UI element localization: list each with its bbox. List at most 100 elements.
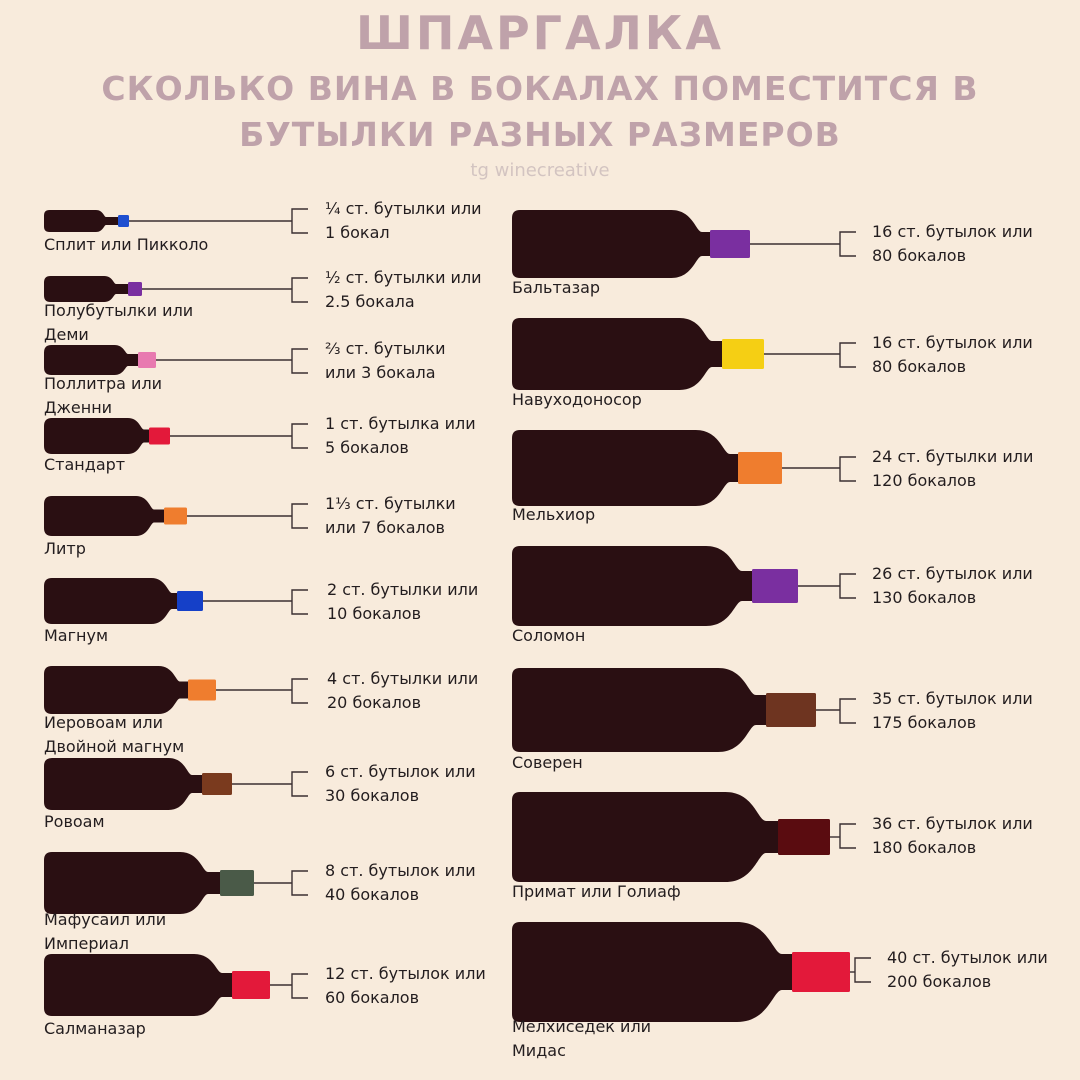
- info-bracket: [839, 573, 856, 599]
- bottle-shape: [44, 578, 177, 624]
- bottle-entry: ½ ст. бутылки или 2.5 бокала Полубутылки и…: [44, 268, 482, 344]
- bottle-shape: [44, 954, 232, 1016]
- bottle-capsule: [118, 215, 129, 227]
- capacity-text: 120 бокалов: [872, 471, 976, 490]
- capacity-text: ¼ ст. бутылки или: [325, 199, 482, 218]
- bottle-shape: [44, 418, 149, 454]
- bottle-name-label: Империал: [44, 934, 129, 953]
- capacity-text: 1 бокал: [325, 223, 390, 242]
- capacity-text: 1 ст. бутылка или: [325, 414, 476, 433]
- bottle-capsule: [722, 339, 764, 369]
- page-title: ШПАРГАЛКА: [356, 6, 724, 60]
- bottle-name-label: Поллитра или: [44, 374, 162, 393]
- bottle-name-label: Полубутылки или: [44, 301, 193, 320]
- capacity-text: 2 ст. бутылки или: [327, 580, 478, 599]
- bottle-name-label: Навуходоносор: [512, 390, 642, 409]
- capacity-text: 200 бокалов: [887, 972, 991, 991]
- info-bracket: [291, 503, 308, 529]
- capacity-text: 180 бокалов: [872, 838, 976, 857]
- info-bracket: [839, 823, 856, 849]
- bottle-capsule: [138, 352, 156, 368]
- bottle-name-label: Сплит или Пикколо: [44, 235, 208, 254]
- bottle-name-label: Ровоам: [44, 812, 105, 831]
- bottle-capsule: [164, 507, 187, 525]
- bottle-shape: [44, 496, 164, 536]
- bottle-shape: [512, 210, 710, 278]
- info-bracket: [291, 423, 308, 449]
- capacity-text: 2.5 бокала: [325, 292, 415, 311]
- capacity-text: 5 бокалов: [325, 438, 409, 457]
- bottle-capsule: [177, 591, 203, 611]
- capacity-text: 175 бокалов: [872, 713, 976, 732]
- bottle-shape: [44, 666, 188, 714]
- capacity-text: 16 ст. бутылок или: [872, 222, 1033, 241]
- capacity-text: 40 ст. бутылок или: [887, 948, 1048, 967]
- capacity-text: 20 бокалов: [327, 693, 421, 712]
- info-bracket: [291, 973, 308, 999]
- bottle-capsule: [792, 952, 850, 992]
- capacity-text: ½ ст. бутылки или: [325, 268, 482, 287]
- bottle-name-label: Дженни: [44, 398, 112, 417]
- bottle-shape: [512, 546, 752, 626]
- capacity-text: или 3 бокала: [325, 363, 436, 382]
- bottle-name-label: Соломон: [512, 626, 585, 645]
- capacity-text: 80 бокалов: [872, 357, 966, 376]
- bottle-shape: [44, 345, 138, 375]
- info-bracket: [291, 589, 308, 615]
- bottle-shape: [512, 668, 766, 752]
- capacity-text: 30 бокалов: [325, 786, 419, 805]
- bottle-name-label: Бальтазар: [512, 278, 600, 297]
- capacity-text: 16 ст. бутылок или: [872, 333, 1033, 352]
- info-bracket: [839, 456, 856, 482]
- capacity-text: 40 бокалов: [325, 885, 419, 904]
- info-bracket: [291, 348, 308, 374]
- bottle-capsule: [149, 427, 170, 445]
- bottle-capsule: [202, 773, 232, 795]
- info-bracket: [839, 698, 856, 724]
- capacity-text: или 7 бокалов: [325, 518, 445, 537]
- bottle-shape: [512, 430, 738, 506]
- bottle-name-label: Иеровоам или: [44, 713, 163, 732]
- bottle-capsule: [710, 230, 750, 258]
- bottle-name-label: Стандарт: [44, 455, 125, 474]
- bottle-shape: [44, 210, 118, 232]
- bottle-name-label: Двойной магнум: [44, 737, 184, 756]
- bottle-capsule: [128, 282, 142, 296]
- capacity-text: 36 ст. бутылок или: [872, 814, 1033, 833]
- bottle-name-label: Соверен: [512, 753, 583, 772]
- bottle-capsule: [778, 819, 830, 855]
- bottle-shape: [44, 758, 202, 810]
- capacity-text: 1⅓ ст. бутылки: [325, 494, 456, 513]
- info-bracket: [854, 957, 871, 983]
- capacity-text: 12 ст. бутылок или: [325, 964, 486, 983]
- info-bracket: [839, 231, 856, 257]
- info-bracket: [291, 208, 308, 234]
- capacity-text: ⅔ ст. бутылки: [325, 339, 445, 358]
- bottle-shape: [512, 922, 792, 1022]
- bottle-capsule: [188, 679, 216, 701]
- capacity-text: 26 ст. бутылок или: [872, 564, 1033, 583]
- bottle-name-label: Мельхиор: [512, 505, 595, 524]
- bottle-shape: [512, 318, 722, 390]
- capacity-text: 24 ст. бутылки или: [872, 447, 1033, 466]
- info-bracket: [291, 771, 308, 797]
- capacity-text: 35 ст. бутылок или: [872, 689, 1033, 708]
- capacity-text: 4 ст. бутылки или: [327, 669, 478, 688]
- bottle-capsule: [752, 569, 798, 603]
- info-bracket: [291, 277, 308, 303]
- bottle-shape: [44, 852, 220, 914]
- bottle-capsule: [220, 870, 254, 896]
- info-bracket: [291, 678, 308, 704]
- bottle-name-label: Примат или Голиаф: [512, 882, 681, 901]
